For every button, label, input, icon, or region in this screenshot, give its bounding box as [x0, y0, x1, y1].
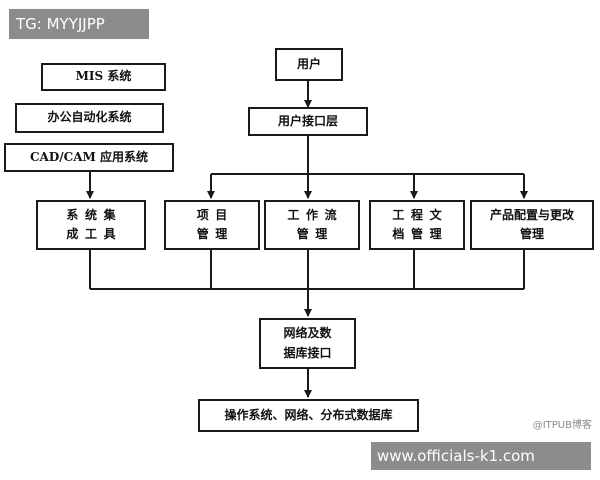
- node-network-db-interface: 网络及数 据库接口: [259, 318, 356, 369]
- node-os-network-db: 操作系统、网络、分布式数据库: [198, 399, 419, 432]
- node-mis-system: MIS 系统: [41, 63, 166, 91]
- node-project-management: 项目 管理: [164, 200, 260, 250]
- node-user-interface-layer: 用户接口层: [248, 107, 368, 136]
- node-user: 用户: [275, 48, 343, 81]
- url-overlay-label: www.officials-k1.com: [371, 442, 591, 470]
- node-cad-cam-system: CAD/CAM 应用系统: [4, 143, 174, 172]
- node-product-config: 产品配置与更改 管理: [470, 200, 594, 250]
- node-workflow-management: 工作流 管理: [264, 200, 360, 250]
- itpub-watermark: @ITPUB博客: [532, 420, 592, 431]
- node-integration-tools: 系统集 成工具: [36, 200, 146, 250]
- node-document-management: 工程文 档管理: [369, 200, 465, 250]
- node-office-automation: 办公自动化系统: [15, 103, 164, 133]
- tg-overlay-label: TG: MYYJJPP: [9, 9, 149, 39]
